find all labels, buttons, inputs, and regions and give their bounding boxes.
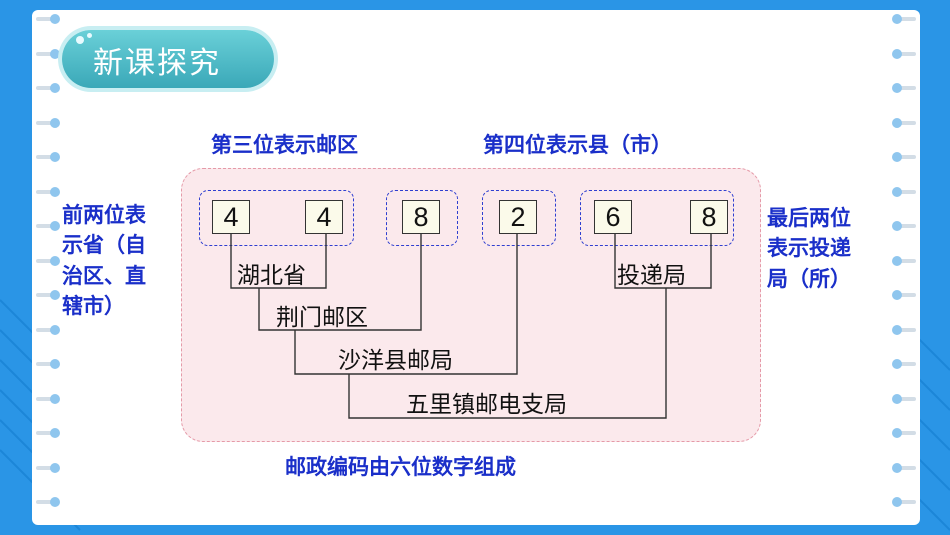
annotation-line: 最后两位: [767, 206, 851, 230]
binder-ring-icon: [892, 255, 918, 266]
binder-ring-icon: [36, 393, 62, 404]
binder-ring-icon: [892, 83, 918, 93]
annotation-line: 前两位表: [62, 203, 146, 227]
binder-ring-icon: [892, 359, 918, 369]
binder-ring-icon: [892, 462, 918, 473]
binder-ring-icon: [892, 428, 918, 438]
postal-code-diagram-area: [181, 168, 761, 442]
annotation-last-two-digits: 最后两位 表示投递 局（所）: [767, 203, 851, 294]
binder-ring-icon: [892, 152, 918, 162]
group-district-digit: [386, 190, 458, 246]
binder-ring-icon: [36, 117, 62, 128]
digit-box: 8: [690, 200, 728, 234]
binder-ring-icon: [892, 393, 918, 404]
binder-ring-icon: [36, 497, 62, 507]
binder-ring-icon: [36, 290, 62, 300]
binder-ring-icon: [36, 359, 62, 369]
binder-ring-icon: [36, 14, 62, 24]
label-province: 湖北省: [237, 263, 306, 289]
binder-ring-icon: [892, 14, 918, 24]
group-delivery-digits: [580, 190, 734, 246]
annotation-line: 示省（自: [62, 233, 146, 258]
bubble-decoration: [87, 33, 92, 38]
binder-ring-icon: [36, 221, 62, 231]
binder-ring-icon: [892, 186, 918, 197]
annotation-line: 局（所）: [767, 266, 851, 291]
binder-ring-icon: [892, 290, 918, 300]
digit-box: 2: [499, 200, 537, 234]
binder-ring-icon: [36, 48, 62, 59]
label-district: 荆门邮区: [276, 305, 368, 331]
binder-ring-icon: [36, 83, 62, 93]
binder-ring-icon: [892, 117, 918, 128]
annotation-line: 表示投递: [767, 236, 851, 261]
section-title: 新课探究: [93, 46, 221, 81]
digit-box: 4: [212, 200, 250, 234]
annotation-first-two-digits: 前两位表 示省（自 治区、直 辖市）: [62, 200, 146, 322]
label-branch: 五里镇邮电支局: [406, 392, 567, 418]
binder-ring-icon: [36, 152, 62, 162]
bubble-decoration: [76, 36, 84, 44]
binder-ring-icon: [36, 462, 62, 473]
label-county: 沙洋县邮局: [338, 348, 453, 374]
digit-box: 6: [594, 200, 632, 234]
binder-ring-icon: [36, 324, 62, 335]
section-title-badge: [62, 30, 274, 88]
binder-ring-icon: [892, 497, 918, 507]
binder-ring-icon: [892, 48, 918, 59]
annotation-line: 辖市）: [62, 294, 125, 319]
annotation-line: 治区、直: [62, 263, 146, 288]
binder-ring-icon: [892, 221, 918, 231]
annotation-summary: 邮政编码由六位数字组成: [285, 455, 516, 479]
binder-ring-icon: [36, 428, 62, 438]
digit-box: 4: [305, 200, 343, 234]
digit-box: 8: [402, 200, 440, 234]
annotation-third-digit: 第三位表示邮区: [211, 133, 358, 157]
binder-ring-icon: [892, 324, 918, 335]
binder-ring-icon: [36, 186, 62, 197]
binder-ring-icon: [36, 255, 62, 266]
label-delivery: 投递局: [617, 263, 686, 289]
annotation-fourth-digit: 第四位表示县（市）: [483, 133, 672, 157]
group-province-digits: [199, 190, 354, 246]
group-county-digit: [482, 190, 556, 246]
